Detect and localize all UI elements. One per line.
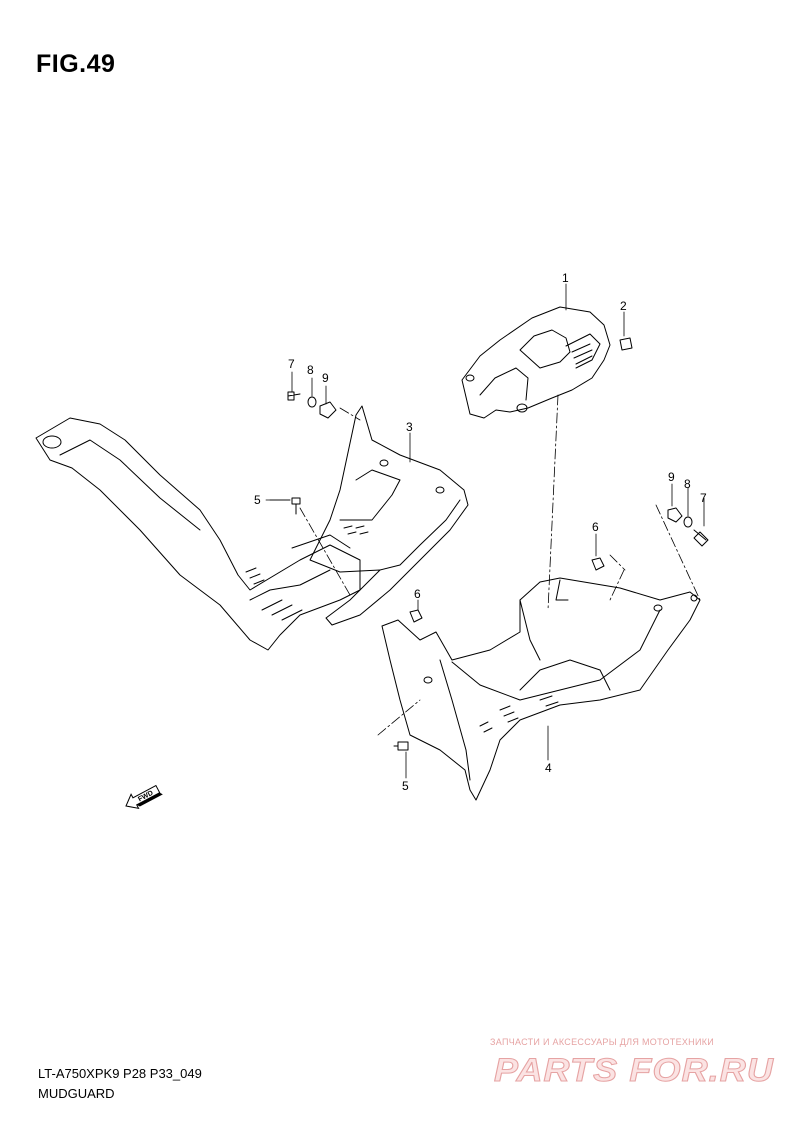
callout-7-right: 7 (700, 491, 707, 505)
callout-5-left: 5 (254, 493, 261, 507)
nut-6-lower (409, 609, 423, 623)
bolt-2 (619, 337, 633, 351)
part-1-front-panel (461, 306, 611, 419)
callout-8-left: 8 (307, 363, 314, 377)
bolt-7-left (287, 391, 301, 401)
callout-9-left: 9 (322, 371, 329, 385)
leader-lines (265, 283, 705, 779)
washer-8-right (683, 516, 693, 528)
callout-2: 2 (620, 299, 627, 313)
bolt-7-right (693, 529, 709, 547)
callout-6-lower: 6 (414, 587, 421, 601)
fwd-arrow-icon: FWD (125, 784, 163, 810)
section-name: MUDGUARD (38, 1086, 115, 1101)
callout-5-right: 5 (402, 779, 409, 793)
nut-6-upper (591, 557, 605, 571)
part-3-left-step (309, 405, 469, 626)
callout-9-right: 9 (668, 470, 675, 484)
bolt-5-right (393, 741, 409, 751)
left-fasteners (269, 391, 337, 515)
callout-6-upper: 6 (592, 520, 599, 534)
nut-9-right (667, 507, 683, 523)
svg-text:PARTS FOR.RU: PARTS FOR.RU (494, 1052, 774, 1088)
right-fasteners (393, 337, 709, 751)
callout-4: 4 (545, 761, 552, 775)
callout-1: 1 (562, 271, 569, 285)
watermark-tagline: ЗАПЧАСТИ И АКСЕССУАРЫ ДЛЯ МОТОТЕХНИКИ (490, 1037, 715, 1047)
callout-8-right: 8 (684, 477, 691, 491)
bolt-5-left (291, 497, 301, 515)
figure-title: FIG.49 (36, 50, 116, 78)
callout-3: 3 (406, 420, 413, 434)
left-mudguard-body (35, 417, 361, 651)
watermark-logo: PARTS FOR.RU (494, 1052, 774, 1089)
model-code: LT-A750XPK9 P28 P33_049 (38, 1066, 202, 1081)
part-4-right-mudguard (381, 577, 701, 801)
washer-8-left (307, 396, 317, 408)
nut-9-left (319, 401, 337, 419)
callout-7-left: 7 (288, 357, 295, 371)
